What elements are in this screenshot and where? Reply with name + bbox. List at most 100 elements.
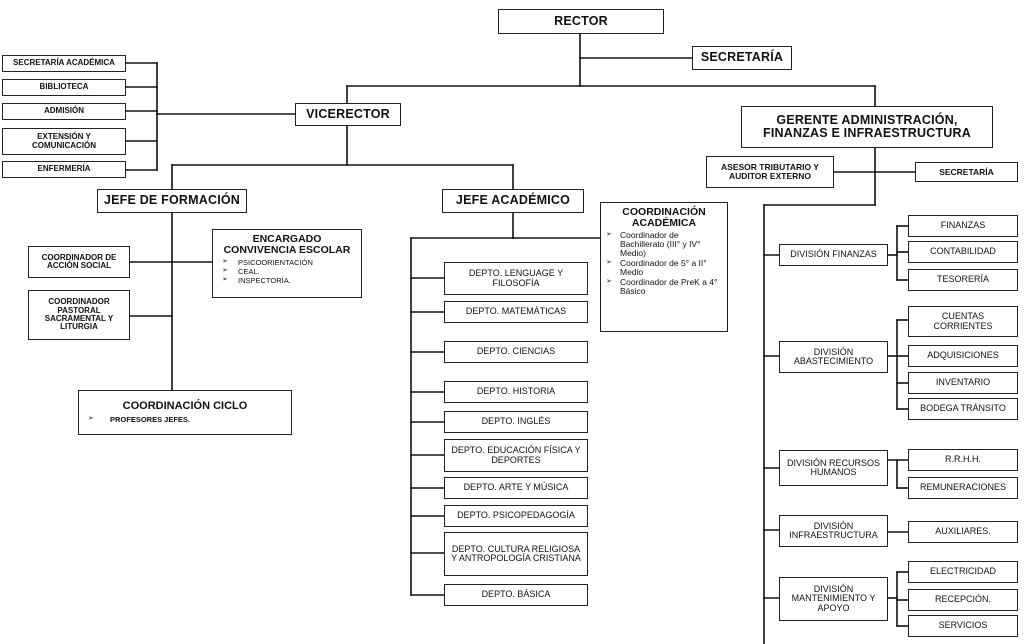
- box-label: CUENTAS CORRIENTES: [933, 311, 993, 331]
- box-label: SECRETARÍA: [700, 50, 784, 65]
- box-label: JEFE DE FORMACIÓN: [103, 193, 241, 208]
- box-label: TESORERÍA: [936, 274, 989, 285]
- box-label: DEPTO. CULTURA RELIGIOSA Y ANTROPOLOGÍA …: [451, 543, 581, 563]
- coord-academica-box: COORDINACIÓN ACADÉMICA Coordinador de Ba…: [600, 202, 728, 332]
- list-item: Coordinador de 5° a II° Medio: [604, 258, 724, 277]
- depto-arte-musica-box: DEPTO. ARTE Y MÚSICA: [444, 477, 588, 499]
- secretaria-rector-box: SECRETARÍA: [692, 46, 792, 70]
- auxiliares-box: AUXILIARES.: [908, 521, 1018, 543]
- coord-ciclo-list: PROFESORES JEFES.: [82, 415, 288, 424]
- convivencia-escolar-box: ENCARGADO CONVIVENCIA ESCOLAR PSICOORIEN…: [212, 229, 362, 298]
- box-label: JEFE ACADÉMICO: [455, 193, 571, 208]
- box-label: SECRETARÍA: [939, 166, 994, 177]
- box-label: DIVISIÓN FINANZAS: [790, 249, 877, 260]
- box-label: AUXILIARES.: [935, 526, 991, 537]
- coord-ciclo-box: COORDINACIÓN CICLO PROFESORES JEFES.: [78, 390, 292, 435]
- box-label: DIVISIÓN INFRAESTRUCTURA: [789, 520, 878, 540]
- coord-ciclo-title: COORDINACIÓN CICLO: [122, 400, 248, 413]
- depto-matematicas-box: DEPTO. MATEMÁTICAS: [444, 301, 588, 323]
- list-item: PSICOORIENTACIÓN: [216, 258, 358, 267]
- remuneraciones-box: REMUNERACIONES: [908, 477, 1018, 499]
- box-label: COORDINADOR DE ACCIÓN SOCIAL: [41, 252, 117, 270]
- extension-comunicacion-box: EXTENSIÓN Y COMUNICACIÓN: [2, 128, 126, 155]
- gerente-box: GERENTE ADMINISTRACIÓN, FINANZAS E INFRA…: [741, 106, 993, 148]
- box-label: DEPTO. BÁSICA: [481, 589, 551, 600]
- box-label: ADQUISICIONES: [927, 350, 999, 361]
- box-label: GERENTE ADMINISTRACIÓN, FINANZAS E INFRA…: [763, 112, 971, 140]
- list-item: INSPECTORÍA.: [216, 276, 358, 285]
- rector-box: RECTOR: [498, 9, 664, 34]
- convivencia-list: PSICOORIENTACIÓN CEAL. INSPECTORÍA.: [216, 258, 358, 285]
- jefe-academico-box: JEFE ACADÉMICO: [442, 189, 584, 213]
- depto-educacion-fisica-box: DEPTO. EDUCACIÓN FÍSICA Y DEPORTES: [444, 439, 588, 472]
- finanzas-box: FINANZAS: [908, 215, 1018, 237]
- box-label: R.R.H.H.: [945, 454, 981, 465]
- list-item: PROFESORES JEFES.: [82, 415, 288, 424]
- box-label: ELECTRICIDAD: [929, 566, 996, 577]
- coord-academica-list: Coordinador de Bachillerato (III° y IV° …: [604, 231, 724, 296]
- box-label: EXTENSIÓN Y COMUNICACIÓN: [32, 132, 96, 150]
- asesor-box: ASESOR TRIBUTARIO Y AUDITOR EXTERNO: [706, 156, 834, 188]
- box-label: DEPTO. LENGUAGE Y FILOSOFÍA: [468, 268, 564, 288]
- box-label: REMUNERACIONES: [919, 482, 1006, 493]
- list-item: CEAL.: [216, 267, 358, 276]
- box-label: DEPTO. INGLÉS: [481, 416, 551, 427]
- list-item: Coordinador de PreK a 4° Básico: [604, 277, 724, 296]
- adquisiciones-box: ADQUISICIONES: [908, 345, 1018, 367]
- biblioteca-box: BIBLIOTECA: [2, 79, 126, 96]
- box-label: DIVISIÓN ABASTECIMIENTO: [793, 346, 874, 366]
- box-label: BODEGA TRÁNSITO: [920, 403, 1006, 414]
- depto-historia-box: DEPTO. HISTORIA: [444, 381, 588, 403]
- box-label: DEPTO. HISTORIA: [476, 386, 556, 397]
- box-label: ENFERMERÍA: [37, 164, 91, 174]
- depto-psicopedagogia-box: DEPTO. PSICOPEDAGOGÍA: [444, 505, 588, 527]
- box-label: SERVICIOS: [938, 620, 988, 631]
- bodega-transito-box: BODEGA TRÁNSITO: [908, 398, 1018, 420]
- convivencia-title: ENCARGADO CONVIVENCIA ESCOLAR: [223, 233, 351, 257]
- depto-ingles-box: DEPTO. INGLÉS: [444, 411, 588, 433]
- box-label: DEPTO. PSICOPEDAGOGÍA: [457, 510, 575, 521]
- cuentas-corrientes-box: CUENTAS CORRIENTES: [908, 306, 1018, 337]
- jefe-formacion-box: JEFE DE FORMACIÓN: [97, 189, 247, 213]
- depto-ciencias-box: DEPTO. CIENCIAS: [444, 341, 588, 363]
- box-label: FINANZAS: [940, 220, 986, 231]
- division-rrhh-box: DIVISIÓN RECURSOS HUMANOS: [779, 450, 888, 486]
- admision-box: ADMISIÓN: [2, 103, 126, 120]
- contabilidad-box: CONTABILIDAD: [908, 241, 1018, 263]
- division-finanzas-box: DIVISIÓN FINANZAS: [779, 244, 888, 266]
- enfermeria-box: ENFERMERÍA: [2, 161, 126, 178]
- servicios-box: SERVICIOS: [908, 615, 1018, 637]
- coord-accion-social-box: COORDINADOR DE ACCIÓN SOCIAL: [28, 246, 130, 278]
- rrhh-box: R.R.H.H.: [908, 449, 1018, 471]
- box-label: SECRETARÍA ACADÉMICA: [13, 58, 115, 68]
- box-label: VICERECTOR: [306, 106, 390, 121]
- depto-basica-box: DEPTO. BÁSICA: [444, 584, 588, 606]
- division-mantenimiento-box: DIVISIÓN MANTENIMIENTO Y APOYO: [779, 577, 888, 621]
- vicerector-box: VICERECTOR: [295, 103, 401, 126]
- box-label: CONTABILIDAD: [930, 246, 996, 257]
- box-label: ASESOR TRIBUTARIO Y AUDITOR EXTERNO: [721, 162, 819, 181]
- electricidad-box: ELECTRICIDAD: [908, 561, 1018, 583]
- coord-academica-title: COORDINACIÓN ACADÉMICA: [622, 206, 706, 230]
- box-label: RECEPCIÓN.: [934, 594, 991, 605]
- inventario-box: INVENTARIO: [908, 372, 1018, 394]
- depto-lenguage-box: DEPTO. LENGUAGE Y FILOSOFÍA: [444, 262, 588, 295]
- box-label: DEPTO. MATEMÁTICAS: [465, 306, 567, 317]
- recepcion-box: RECEPCIÓN.: [908, 589, 1018, 611]
- box-label: DEPTO. EDUCACIÓN FÍSICA Y DEPORTES: [451, 445, 581, 465]
- box-label: DIVISIÓN MANTENIMIENTO Y APOYO: [791, 583, 876, 613]
- box-label: DEPTO. CIENCIAS: [476, 346, 556, 357]
- box-label: DEPTO. ARTE Y MÚSICA: [463, 482, 569, 493]
- list-item: Coordinador de Bachillerato (III° y IV° …: [604, 231, 724, 258]
- box-label: DIVISIÓN RECURSOS HUMANOS: [786, 457, 880, 477]
- tesoreria-box: TESORERÍA: [908, 269, 1018, 291]
- box-label: COORDINADOR PASTORAL SACRAMENTAL Y LITUR…: [44, 297, 114, 332]
- box-label: RECTOR: [554, 13, 608, 28]
- division-infraestructura-box: DIVISIÓN INFRAESTRUCTURA: [779, 515, 888, 547]
- box-label: BIBLIOTECA: [39, 82, 89, 92]
- division-abastecimiento-box: DIVISIÓN ABASTECIMIENTO: [779, 341, 888, 373]
- box-label: INVENTARIO: [935, 377, 991, 388]
- secretaria-gerente-box: SECRETARÍA: [915, 162, 1018, 182]
